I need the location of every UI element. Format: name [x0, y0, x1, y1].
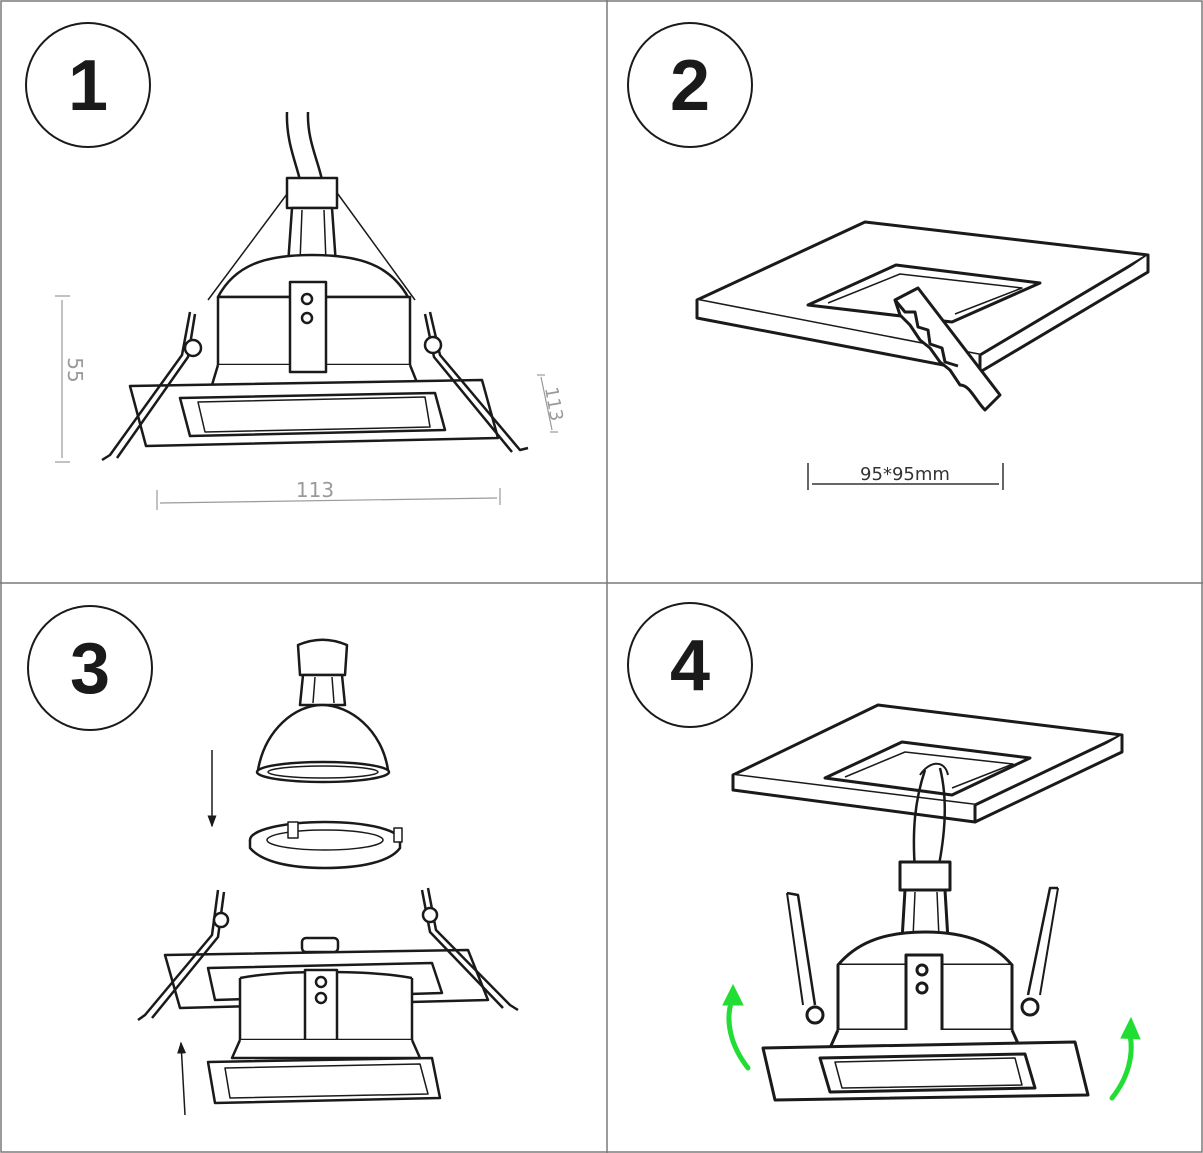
height-dimension-label: 55 [63, 357, 87, 382]
step-2-number: 2 [670, 46, 710, 126]
step-3-exploded-view [137, 638, 519, 1105]
step-1-luminaire [101, 111, 529, 462]
step-1-number: 1 [68, 46, 108, 126]
depth-dimension-label: 113 [540, 385, 567, 422]
step-4-rotate-arrows [722, 983, 1141, 1101]
step-3-arrows [177, 750, 217, 1116]
step-3-number: 3 [70, 629, 110, 709]
width-dimension-label: 113 [296, 478, 334, 502]
step-2-badge: 2 [627, 22, 753, 148]
curved-arrow-icon [1109, 1016, 1141, 1101]
step-3-badge: 3 [27, 605, 153, 731]
step-1-badge: 1 [25, 22, 151, 148]
step-2-ceiling-cutout [695, 220, 1150, 412]
step-1-dimensions [55, 295, 558, 510]
cutout-dimension-label: 95*95mm [860, 464, 950, 485]
step-4-badge: 4 [627, 602, 753, 728]
step-2-dimension [807, 463, 1004, 490]
step-4-installed-view [731, 703, 1124, 1102]
curved-arrow-icon [722, 983, 751, 1071]
step-4-number: 4 [670, 626, 710, 706]
arrow-up-icon [177, 1041, 187, 1116]
